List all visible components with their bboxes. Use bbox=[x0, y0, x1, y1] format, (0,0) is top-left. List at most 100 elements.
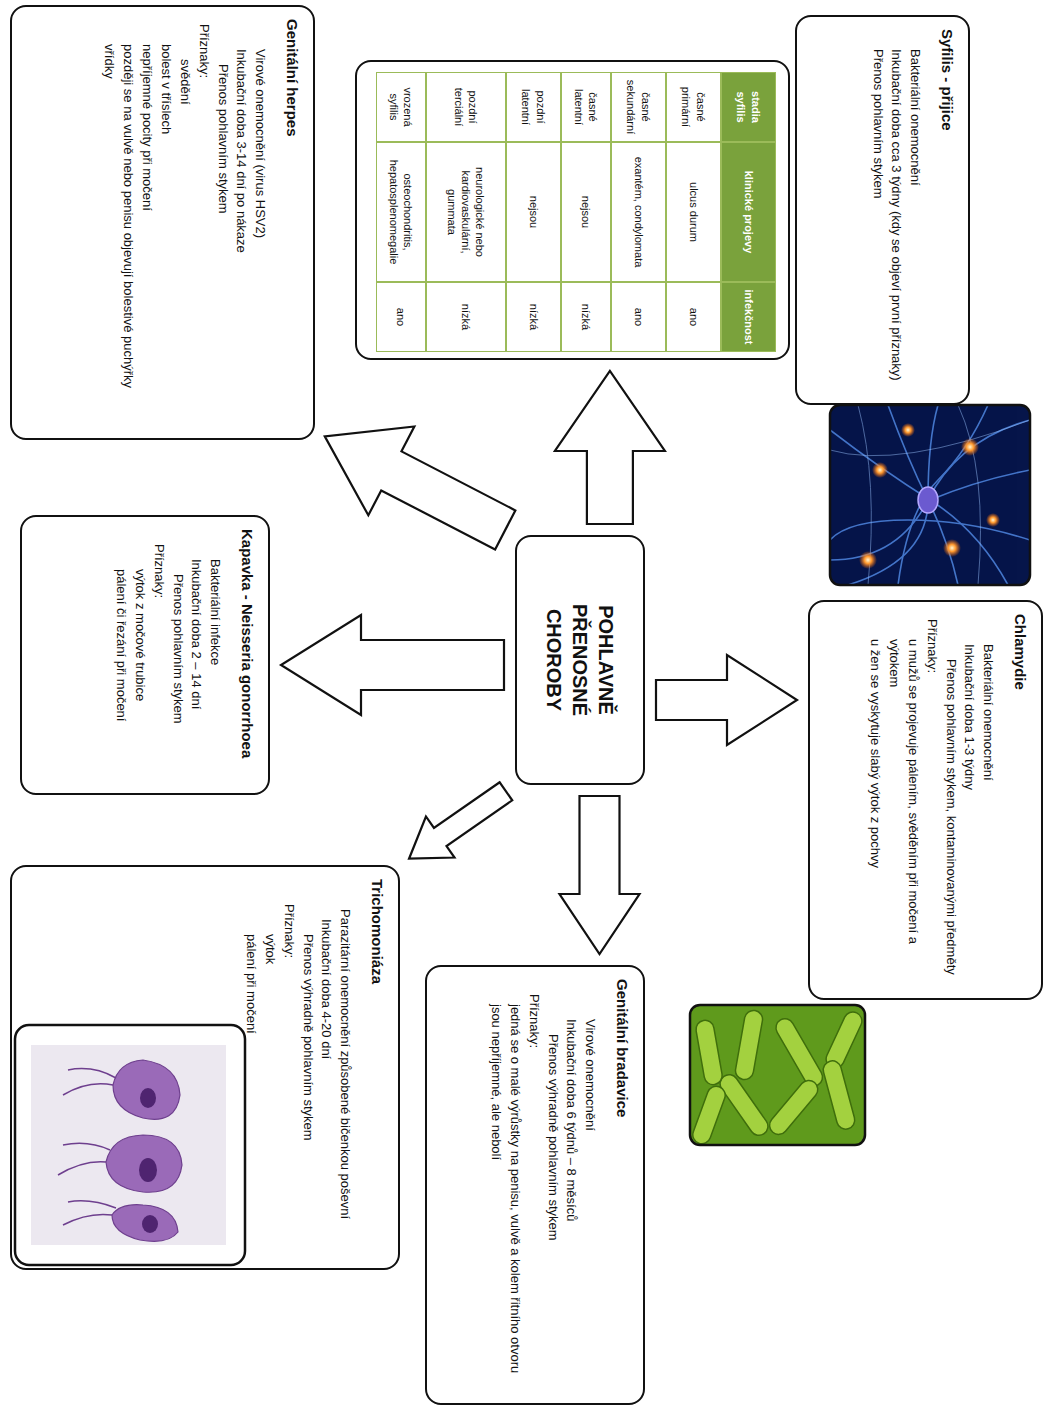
cell-text: nejsou bbox=[526, 196, 540, 228]
block-arrow bbox=[560, 796, 640, 954]
cell-text: časné sekundární bbox=[624, 76, 653, 138]
box-text: Inkubační doba 1-3 týdny bbox=[960, 614, 979, 986]
cell-text: exantém, condylomata bbox=[631, 157, 645, 268]
box-heading: POHLAVNĚ PŘENOSNÉ CHOROBY bbox=[541, 551, 619, 769]
center-box: POHLAVNĚ PŘENOSNÉ CHOROBY bbox=[515, 535, 645, 785]
box-text: Bakteriální onemocnění bbox=[905, 29, 924, 391]
block-arrow bbox=[325, 426, 516, 549]
cell-text: nízká bbox=[459, 304, 473, 330]
cell-text: nízká bbox=[579, 304, 593, 330]
cell-text: časné primární bbox=[679, 76, 708, 138]
box-text: Inkubační doba cca 3 týdny (kdy se objev… bbox=[887, 29, 906, 391]
box-text: Příznaky: bbox=[922, 614, 941, 986]
table-cell: nízká bbox=[426, 282, 506, 352]
box-text: později se na vulvě nebo penisu objevují… bbox=[100, 19, 138, 426]
table-cell: ulcus durum bbox=[666, 142, 721, 282]
disease-box: Trichomoniáza Parazitární onemocnění způs… bbox=[10, 865, 400, 1270]
table-cell: časné sekundární bbox=[611, 72, 666, 142]
cell-text: neurologické nebo kardiovaskulární, gumm… bbox=[445, 146, 488, 278]
box-text: Příznaky: bbox=[149, 529, 168, 781]
table-cell: pozdní terciální bbox=[426, 72, 506, 142]
cell-text: stadia syfilis bbox=[734, 76, 763, 138]
box-text: Inkubační doba 6 týdnů – 8 měsíců bbox=[562, 979, 581, 1391]
trichomonas-picture bbox=[15, 1025, 245, 1265]
box-text: Inkubační doba 3-14 dní po nákaze bbox=[232, 19, 251, 426]
table-cell: nízká bbox=[561, 282, 611, 352]
box-text: nepříjemné pocity při močení bbox=[137, 19, 156, 426]
table-cell: osteochondritis, hepatosplenomegalie bbox=[376, 142, 426, 282]
table-cell: pozdní latentní bbox=[506, 72, 561, 142]
box-text: Příznaky: bbox=[279, 879, 298, 1256]
table-cell: infekčnost bbox=[721, 282, 776, 352]
box-text: výtok z močové trubice bbox=[130, 529, 149, 781]
box-heading: Chlamydie bbox=[1009, 614, 1031, 986]
box-text: Přenos pohlavním stykem bbox=[168, 529, 187, 781]
disease-box: Syfilis - přijice Bakteriální onemocněníI… bbox=[795, 15, 970, 405]
cell-text: vrozená syfilis bbox=[387, 76, 416, 138]
cell-text: pozdní terciální bbox=[452, 76, 481, 138]
box-text: Inkubační doba 4-20 dní bbox=[317, 879, 336, 1256]
box-text: u žen se vyskytuje slabý výtok z pochvy bbox=[865, 614, 884, 986]
box-text: Virové onemocnění bbox=[580, 979, 599, 1391]
table-cell: vrozená syfilis bbox=[376, 72, 426, 142]
box-text: Bakteriální infekce bbox=[205, 529, 224, 781]
box-text: Přenos pohlavním stykem, kontaminovanými… bbox=[941, 614, 960, 986]
block-arrow bbox=[409, 782, 512, 858]
block-arrow bbox=[656, 655, 797, 745]
box-text: Přenos pohlavním stykem bbox=[868, 29, 887, 391]
box-heading: Syfilis - přijice bbox=[936, 29, 958, 391]
cell-text: nejsou bbox=[579, 196, 593, 228]
box-text: pálení či řezání při močení bbox=[111, 529, 130, 781]
box-text: Přenos výhradně pohlavním stykem bbox=[543, 979, 562, 1391]
box-text: Přenos pohlavním stykem bbox=[213, 19, 232, 426]
table-cell: ano bbox=[666, 282, 721, 352]
cell-text: časné latentní bbox=[572, 76, 601, 138]
disease-box: Kapavka - Neisseria gonorrhoea Bakteriáln… bbox=[20, 515, 270, 795]
box-text: Příznaky: bbox=[524, 979, 543, 1391]
neuron-picture bbox=[830, 405, 1030, 585]
box-text: Přenos výhradně pohlavním stykem bbox=[298, 879, 317, 1256]
cell-text: ano bbox=[631, 308, 645, 326]
box-text: pálení při močení bbox=[241, 879, 260, 1256]
cell-text: klinické projevy bbox=[741, 171, 755, 254]
block-arrow bbox=[555, 371, 665, 524]
cell-text: osteochondritis, hepatosplenomegalie bbox=[387, 146, 416, 278]
table-cell: exantém, condylomata bbox=[611, 142, 666, 282]
cell-text: pozdní latentní bbox=[519, 76, 548, 138]
cell-text: ulcus durum bbox=[686, 182, 700, 242]
cell-text: nízká bbox=[526, 304, 540, 330]
table-cell: nízká bbox=[506, 282, 561, 352]
box-text: výtok bbox=[260, 879, 279, 1256]
box-text: Příznaky: bbox=[194, 19, 213, 426]
box-text: bolest v tříslech bbox=[156, 19, 175, 426]
box-heading: Genitální bradavice bbox=[611, 979, 633, 1391]
table-cell: nejsou bbox=[506, 142, 561, 282]
bacteria-picture bbox=[690, 1005, 865, 1146]
box-text: Bakteriální onemocnění bbox=[978, 614, 997, 986]
box-text: svědění bbox=[175, 19, 194, 426]
table-box: stadia syfilis klinické projevy infekčnost… bbox=[355, 60, 790, 360]
cell-text: ano bbox=[394, 308, 408, 326]
table-cell: neurologické nebo kardiovaskulární, gumm… bbox=[426, 142, 506, 282]
cell-text: ano bbox=[686, 308, 700, 326]
box-text: Parazitární onemocnění způsobené bičenko… bbox=[335, 879, 354, 1256]
box-heading: Trichomoniáza bbox=[366, 879, 388, 1256]
table-cell: nejsou bbox=[561, 142, 611, 282]
box-text: Virové onemocnění (virus HSV2) bbox=[250, 19, 269, 426]
box-text: u mužů se projevuje pálením, svěděním př… bbox=[884, 614, 922, 986]
disease-box: Genitální bradavice Virové onemocněníInku… bbox=[425, 965, 645, 1405]
table-cell: klinické projevy bbox=[721, 142, 776, 282]
table-cell: časné primární bbox=[666, 72, 721, 142]
table-cell: stadia syfilis bbox=[721, 72, 776, 142]
table-cell: ano bbox=[611, 282, 666, 352]
table-cell: časné latentní bbox=[561, 72, 611, 142]
box-heading: Kapavka - Neisseria gonorrhoea bbox=[236, 529, 258, 781]
box-text: jedná se o malé výrůstky na penisu, vulv… bbox=[486, 979, 524, 1391]
box-text: Inkubační doba 2 – 14 dní bbox=[187, 529, 206, 781]
cell-text: infekčnost bbox=[741, 289, 755, 344]
block-arrow bbox=[281, 615, 504, 715]
disease-box: Genitální herpes Virové onemocnění (virus… bbox=[10, 5, 315, 440]
box-heading: Genitální herpes bbox=[281, 19, 303, 426]
disease-box: Chlamydie Bakteriální onemocněníInkubační… bbox=[808, 600, 1043, 1000]
table-cell: ano bbox=[376, 282, 426, 352]
